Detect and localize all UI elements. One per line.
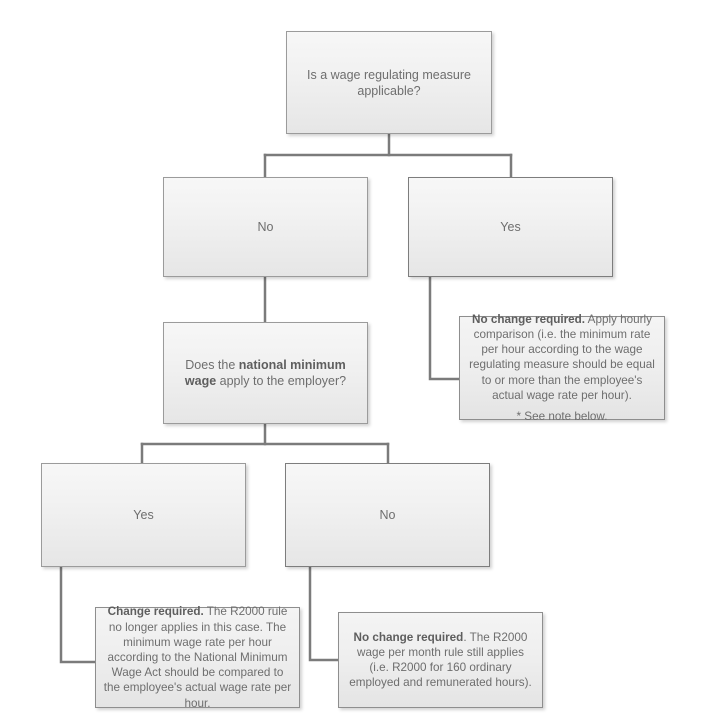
node-nmw-yes[interactable]: Yes [41,463,246,567]
node-measure-no[interactable]: No [163,177,368,277]
node-label: Does the national minimum wage apply to … [164,357,367,389]
node-label: No [379,508,396,522]
node-measure-yes[interactable]: Yes [408,177,613,277]
edge-measure-yes-to-note [428,275,461,381]
edge-nmw-yes-to-note [59,565,97,664]
note-lead: Change required. [107,605,204,619]
note-lead: No change required [353,630,464,644]
question-prefix: Does the [185,358,239,372]
note-footnote: * See note below. [516,410,608,424]
node-nmw-no[interactable]: No [285,463,490,567]
node-label: Is a wage regulating measure applicable? [307,67,471,98]
note-lead: No change required. [472,312,586,326]
node-question-wage-regulating-measure[interactable]: Is a wage regulating measure applicable? [286,31,492,134]
node-label: No [257,220,274,234]
note-nmw-no-outcome[interactable]: No change required. The R2000 wage per m… [338,612,543,708]
note-text: No change required. Apply hourly compari… [460,312,664,424]
note-measure-yes-outcome[interactable]: No change required. Apply hourly compari… [459,313,665,423]
node-label: Yes [133,508,154,522]
edge-nmw-no-to-note [308,565,340,662]
question-suffix: apply to the employer? [216,374,347,388]
question-emphasis: national minimum wage [184,358,346,388]
node-label: Yes [500,220,521,234]
note-nmw-yes-outcome[interactable]: Change required. The R2000 rule no longe… [95,604,300,710]
note-body: The R2000 rule no longer applies in this… [103,605,292,710]
note-body: . The R2000 wage per month rule still ap… [349,630,532,690]
note-text: Change required. The R2000 rule no longe… [96,604,299,710]
node-question-national-minimum-wage[interactable]: Does the national minimum wage apply to … [163,322,368,424]
note-body: Apply hourly comparison (i.e. the minimu… [469,312,655,402]
note-text: No change required. The R2000 wage per m… [339,630,542,691]
